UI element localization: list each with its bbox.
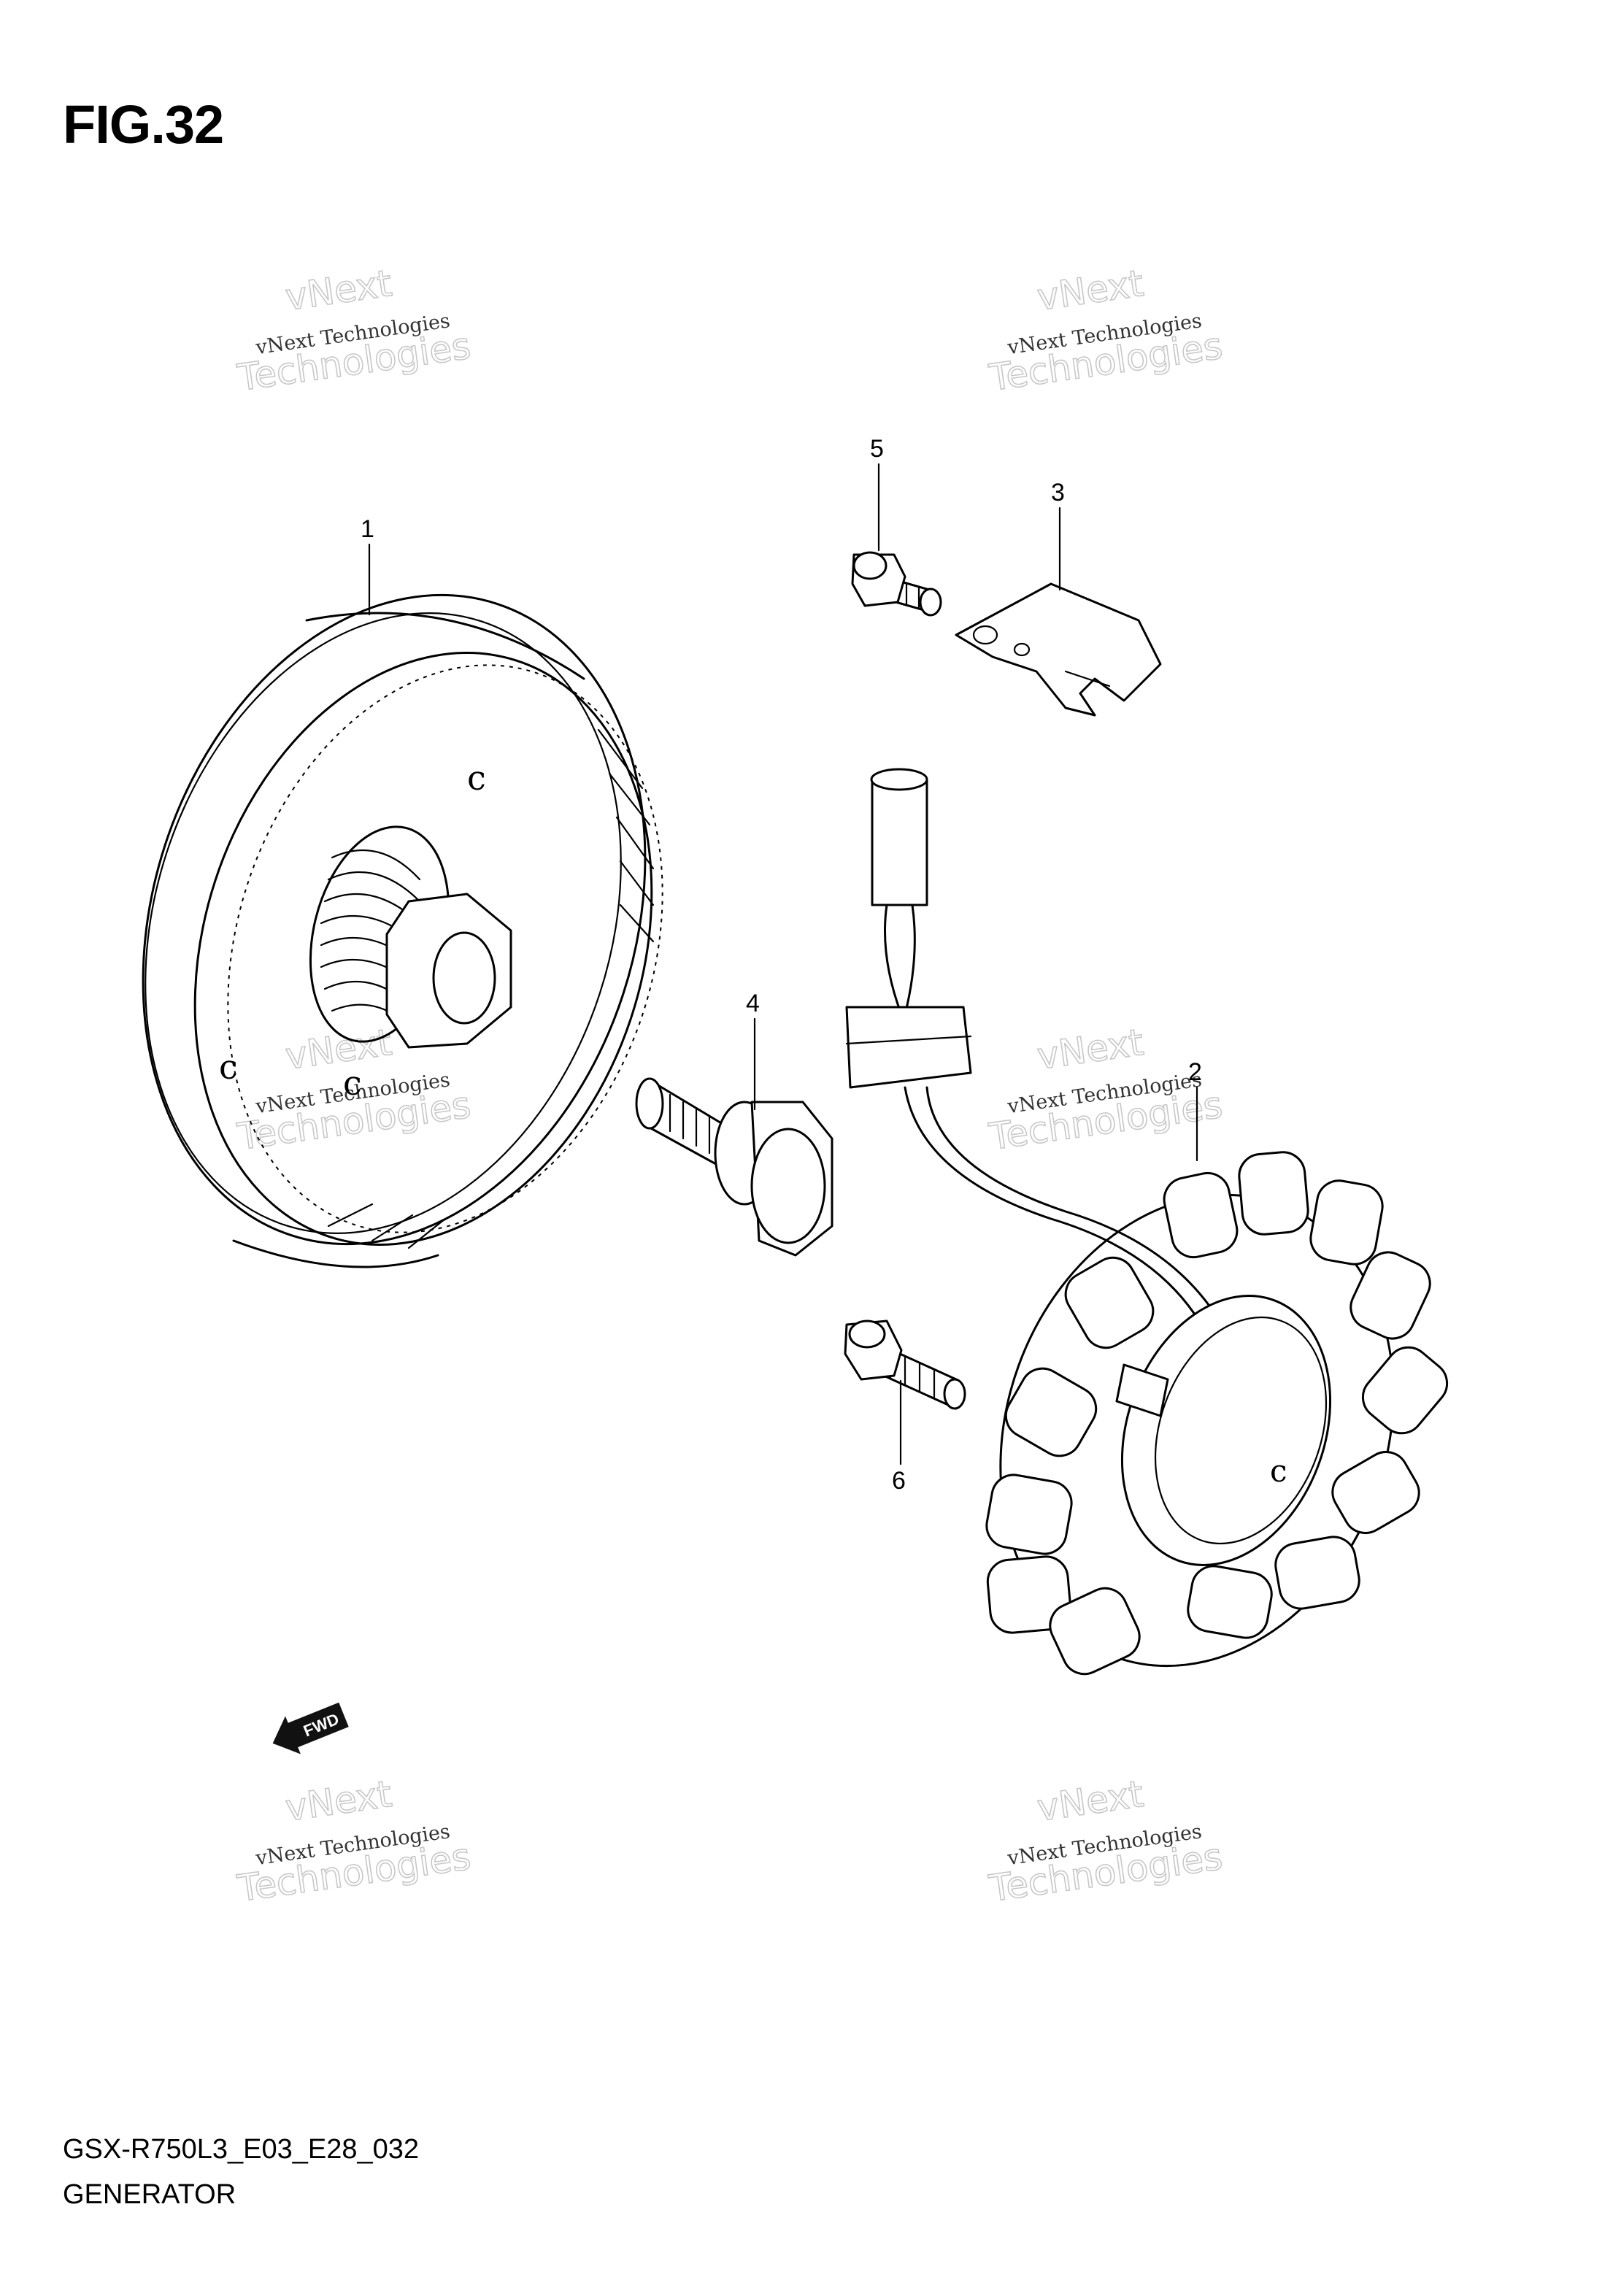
clamp-part-3[interactable] [955,582,1162,717]
fwd-direction-badge: FWD [272,1702,349,1754]
watermark-top-left: vNext Technologies vNext Technologies [234,261,474,400]
drawing-code: GSX-R750L3_E03_E28_032 [63,2134,420,2165]
svg-text:2: 2 [1188,1058,1202,1086]
svg-text:c: c [1270,1453,1287,1489]
svg-text:6: 6 [892,1467,906,1495]
watermark-bottom-left: vNext Technologies vNext Technologies [234,1772,474,1911]
callout-4: 4 [746,990,760,1111]
svg-text:vNext: vNext [283,1773,395,1830]
figure-title: FIG.32 [63,94,224,155]
callout-1: 1 [361,515,374,616]
stator-part-2[interactable]: c [845,768,1458,1722]
svg-text:vNext: vNext [1035,1021,1147,1078]
svg-text:3: 3 [1051,479,1065,506]
svg-text:vNext: vNext [1035,262,1147,319]
svg-text:c: c [219,1047,238,1087]
svg-text:vNext: vNext [1035,1773,1147,1830]
callout-3: 3 [1051,479,1065,591]
screw-part-6[interactable] [844,1320,966,1410]
drawing-name: GENERATOR [63,2179,236,2210]
svg-text:c: c [343,1063,362,1103]
svg-text:c: c [467,758,486,798]
callout-5: 5 [870,435,884,552]
svg-text:1: 1 [361,515,374,543]
callout-2: 2 [1188,1058,1202,1162]
callout-6: 6 [892,1379,906,1495]
svg-text:4: 4 [746,990,760,1017]
svg-text:vNext: vNext [283,1021,395,1078]
svg-text:5: 5 [870,435,884,463]
watermark-bottom-right: vNext Technologies vNext Technologies [986,1772,1226,1911]
svg-text:vNext: vNext [283,262,395,319]
watermark-middle-left: vNext Technologies vNext Technologies [234,1020,474,1159]
stator-coils [985,1151,1449,1676]
rotor-part-1[interactable]: c c c [63,529,733,1309]
small-bolt-part-5[interactable] [851,551,942,617]
flange-bolt-part-4[interactable] [635,1077,833,1257]
watermark-top-right: vNext Technologies vNext Technologies [986,261,1226,400]
